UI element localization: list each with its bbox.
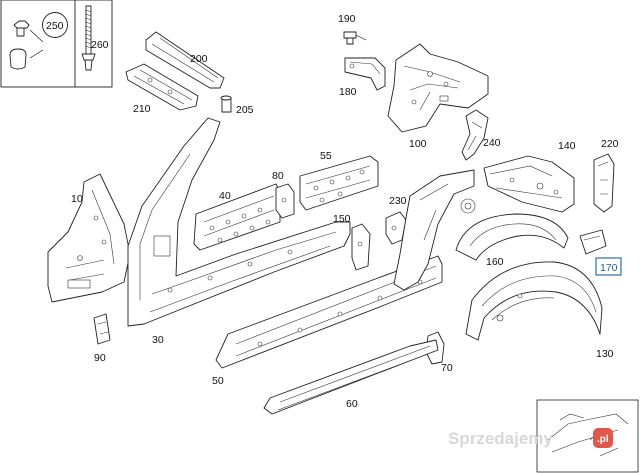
part-30-side-frame: 30 xyxy=(127,117,351,346)
callout-10: 10 xyxy=(71,193,83,205)
part-40-reinforcement: 40 xyxy=(193,183,281,251)
part-250-grommet: 250 xyxy=(9,12,68,70)
part-60-sill-cover: 60 xyxy=(263,339,439,415)
callout-40: 40 xyxy=(219,190,231,202)
callout-260: 260 xyxy=(91,39,109,51)
callout-220: 220 xyxy=(601,138,619,150)
part-230-bracket: 230 xyxy=(385,195,407,245)
part-130-wheel-arch-liner: 130 xyxy=(465,261,614,360)
callout-190: 190 xyxy=(338,13,356,25)
part-150-pillar-piece: 150 xyxy=(333,213,371,271)
part-55-center-panel: 55 xyxy=(299,150,379,211)
callout-60: 60 xyxy=(346,398,358,410)
watermark-badge-text: .pl xyxy=(597,434,609,445)
part-90-plate: 90 xyxy=(93,313,111,364)
part-205-plug: 205 xyxy=(220,95,254,116)
callout-80: 80 xyxy=(272,170,284,182)
callout-50: 50 xyxy=(212,375,224,387)
callout-250: 250 xyxy=(46,20,64,32)
callout-70: 70 xyxy=(441,362,453,374)
callout-90: 90 xyxy=(94,352,106,364)
callout-55: 55 xyxy=(320,150,332,162)
callout-205: 205 xyxy=(236,104,254,116)
part-160-inner-wheelhouse: 160 xyxy=(455,213,569,268)
part-170-bracket: 170 xyxy=(579,229,622,276)
part-260-bolt: 260 xyxy=(81,5,109,71)
callout-180: 180 xyxy=(339,86,357,98)
part-80-bracket: 80 xyxy=(272,170,295,219)
watermark: Sprzedajemy .pl xyxy=(448,428,613,448)
part-100-inner-panel: 100 xyxy=(387,43,489,150)
part-10-a-pillar: 10 xyxy=(47,173,131,303)
part-180-bracket: 180 xyxy=(339,57,386,98)
watermark-badge xyxy=(593,428,613,448)
callout-30: 30 xyxy=(152,334,164,346)
part-190-bolt: 190 xyxy=(338,13,367,45)
fastener-inset-box xyxy=(0,0,113,88)
overview-thumbnail xyxy=(536,399,639,473)
part-220-reinforcement: 220 xyxy=(593,138,619,213)
part-rear-side-frame xyxy=(393,169,476,291)
callout-130: 130 xyxy=(596,348,614,360)
part-210-roof-bow: 210 xyxy=(125,63,199,115)
watermark-text: Sprzedajemy xyxy=(448,429,553,448)
callout-240: 240 xyxy=(483,137,501,149)
callout-170-highlight xyxy=(595,257,622,276)
callout-100: 100 xyxy=(409,138,427,150)
part-140-quarter-inner: 140 xyxy=(483,140,576,213)
part-200-roof-rail: 200 xyxy=(145,31,225,89)
callout-150: 150 xyxy=(333,213,351,225)
part-240-bracket: 240 xyxy=(461,109,501,161)
callout-160: 160 xyxy=(486,256,504,268)
callout-200: 200 xyxy=(190,53,208,65)
callout-140: 140 xyxy=(558,140,576,152)
callout-230: 230 xyxy=(389,195,407,207)
callout-170: 170 xyxy=(600,262,618,274)
callout-210: 210 xyxy=(133,103,151,115)
